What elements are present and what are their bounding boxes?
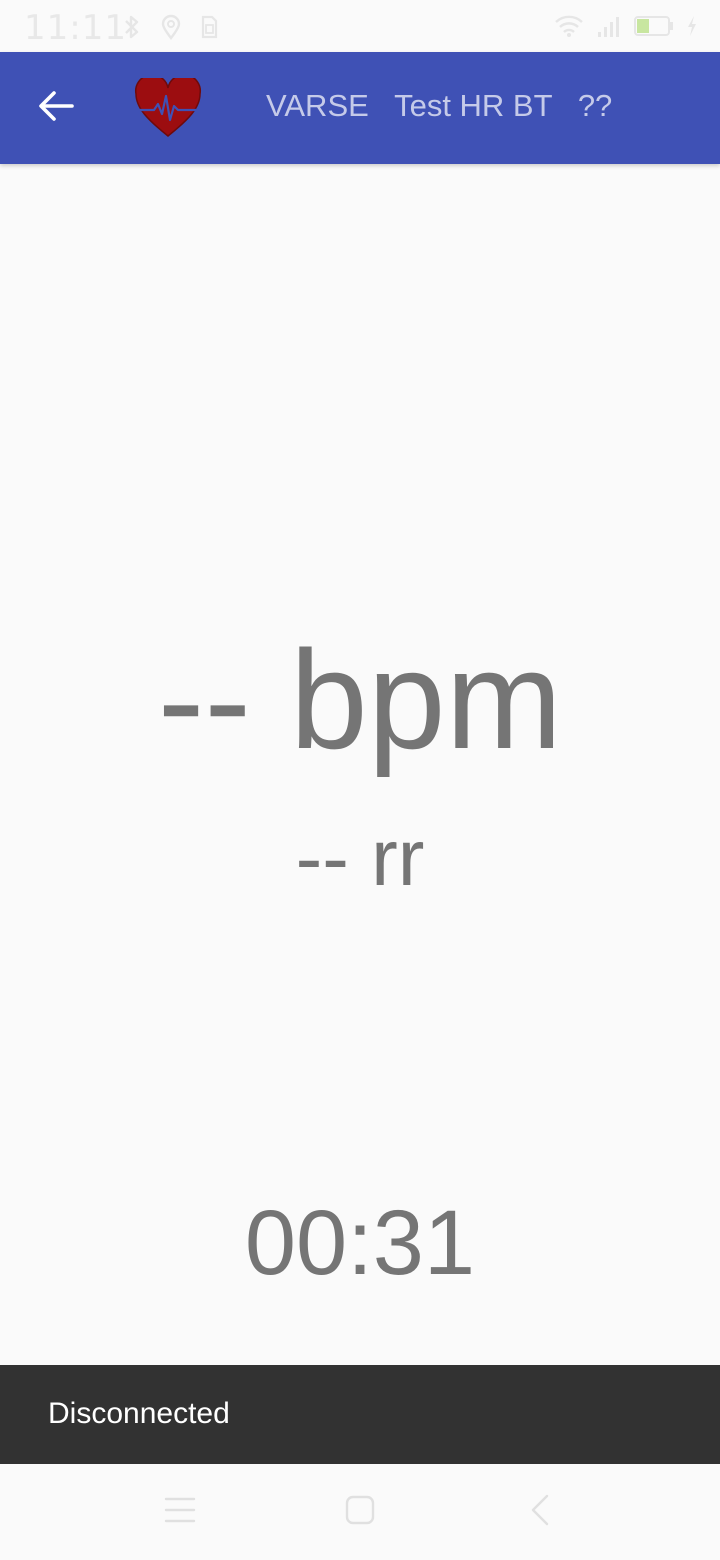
wifi-icon <box>554 14 584 38</box>
signal-icon <box>596 14 622 38</box>
back-button[interactable] <box>28 80 84 136</box>
back-nav-button[interactable] <box>520 1492 560 1532</box>
app-bar: VARSE Test HR BT ?? <box>0 52 720 164</box>
snackbar: Disconnected <box>0 1365 720 1464</box>
recent-apps-button[interactable] <box>160 1492 200 1532</box>
timer-readout: 00:31 <box>244 1192 476 1294</box>
app-title: VARSE Test HR BT ?? <box>266 88 613 123</box>
snackbar-text: Disconnected <box>48 1397 230 1430</box>
status-bar: 11:11 <box>0 0 720 52</box>
rr-readout: -- rr <box>295 813 425 902</box>
arrow-back-icon <box>38 90 74 126</box>
status-time: 11:11 <box>24 8 127 48</box>
home-icon <box>344 1494 376 1530</box>
status-left-icons <box>122 14 218 40</box>
back-nav-icon <box>529 1493 551 1531</box>
location-icon <box>160 14 182 40</box>
status-right-icons <box>554 14 698 38</box>
heart-pulse-icon <box>134 73 202 138</box>
navigation-bar <box>0 1464 720 1560</box>
battery-icon <box>634 15 674 37</box>
bpm-readout: -- bpm <box>157 621 563 778</box>
charging-icon <box>686 15 698 37</box>
sim-icon <box>200 14 218 40</box>
home-button[interactable] <box>340 1492 380 1532</box>
menu-icon <box>163 1495 197 1529</box>
bluetooth-icon <box>122 14 142 40</box>
